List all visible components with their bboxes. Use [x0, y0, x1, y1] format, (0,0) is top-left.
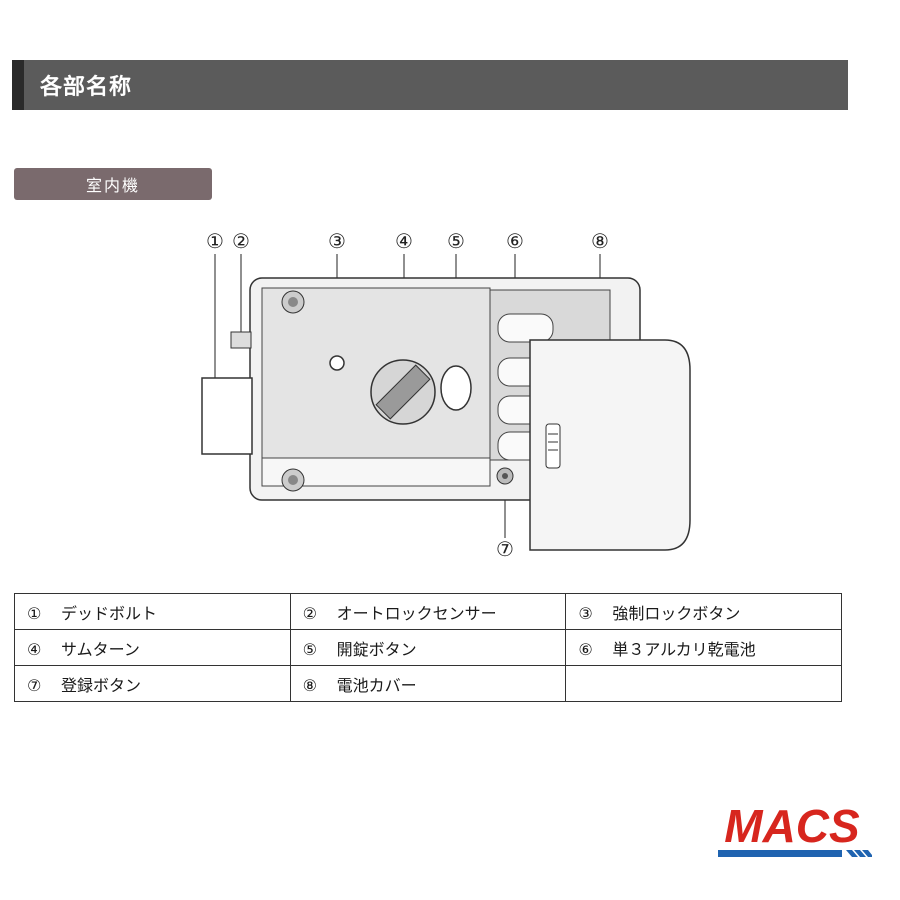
- logo-text: MACS: [724, 800, 860, 852]
- callout-6: ⑥: [506, 229, 524, 253]
- table-cell: [565, 665, 842, 702]
- callout-2: ②: [232, 229, 250, 253]
- subsection-badge: 室内機: [14, 168, 212, 200]
- callout-1: ①: [206, 229, 224, 253]
- callout-3: ③: [328, 229, 346, 253]
- logo-underline: [718, 850, 842, 857]
- macs-logo: MACS: [712, 800, 872, 865]
- callout-8: ⑧: [591, 229, 609, 253]
- section-title: 各部名称: [40, 75, 133, 100]
- lock-body: [201, 277, 691, 551]
- callout-4: ④: [395, 229, 413, 253]
- callout-5: ⑤: [447, 229, 465, 253]
- callout-7: ⑦: [496, 537, 514, 561]
- section-header: 各部名称: [12, 60, 848, 110]
- lock-diagram: ① ② ③ ④ ⑤ ⑥ ⑧ ⑦: [0, 220, 900, 580]
